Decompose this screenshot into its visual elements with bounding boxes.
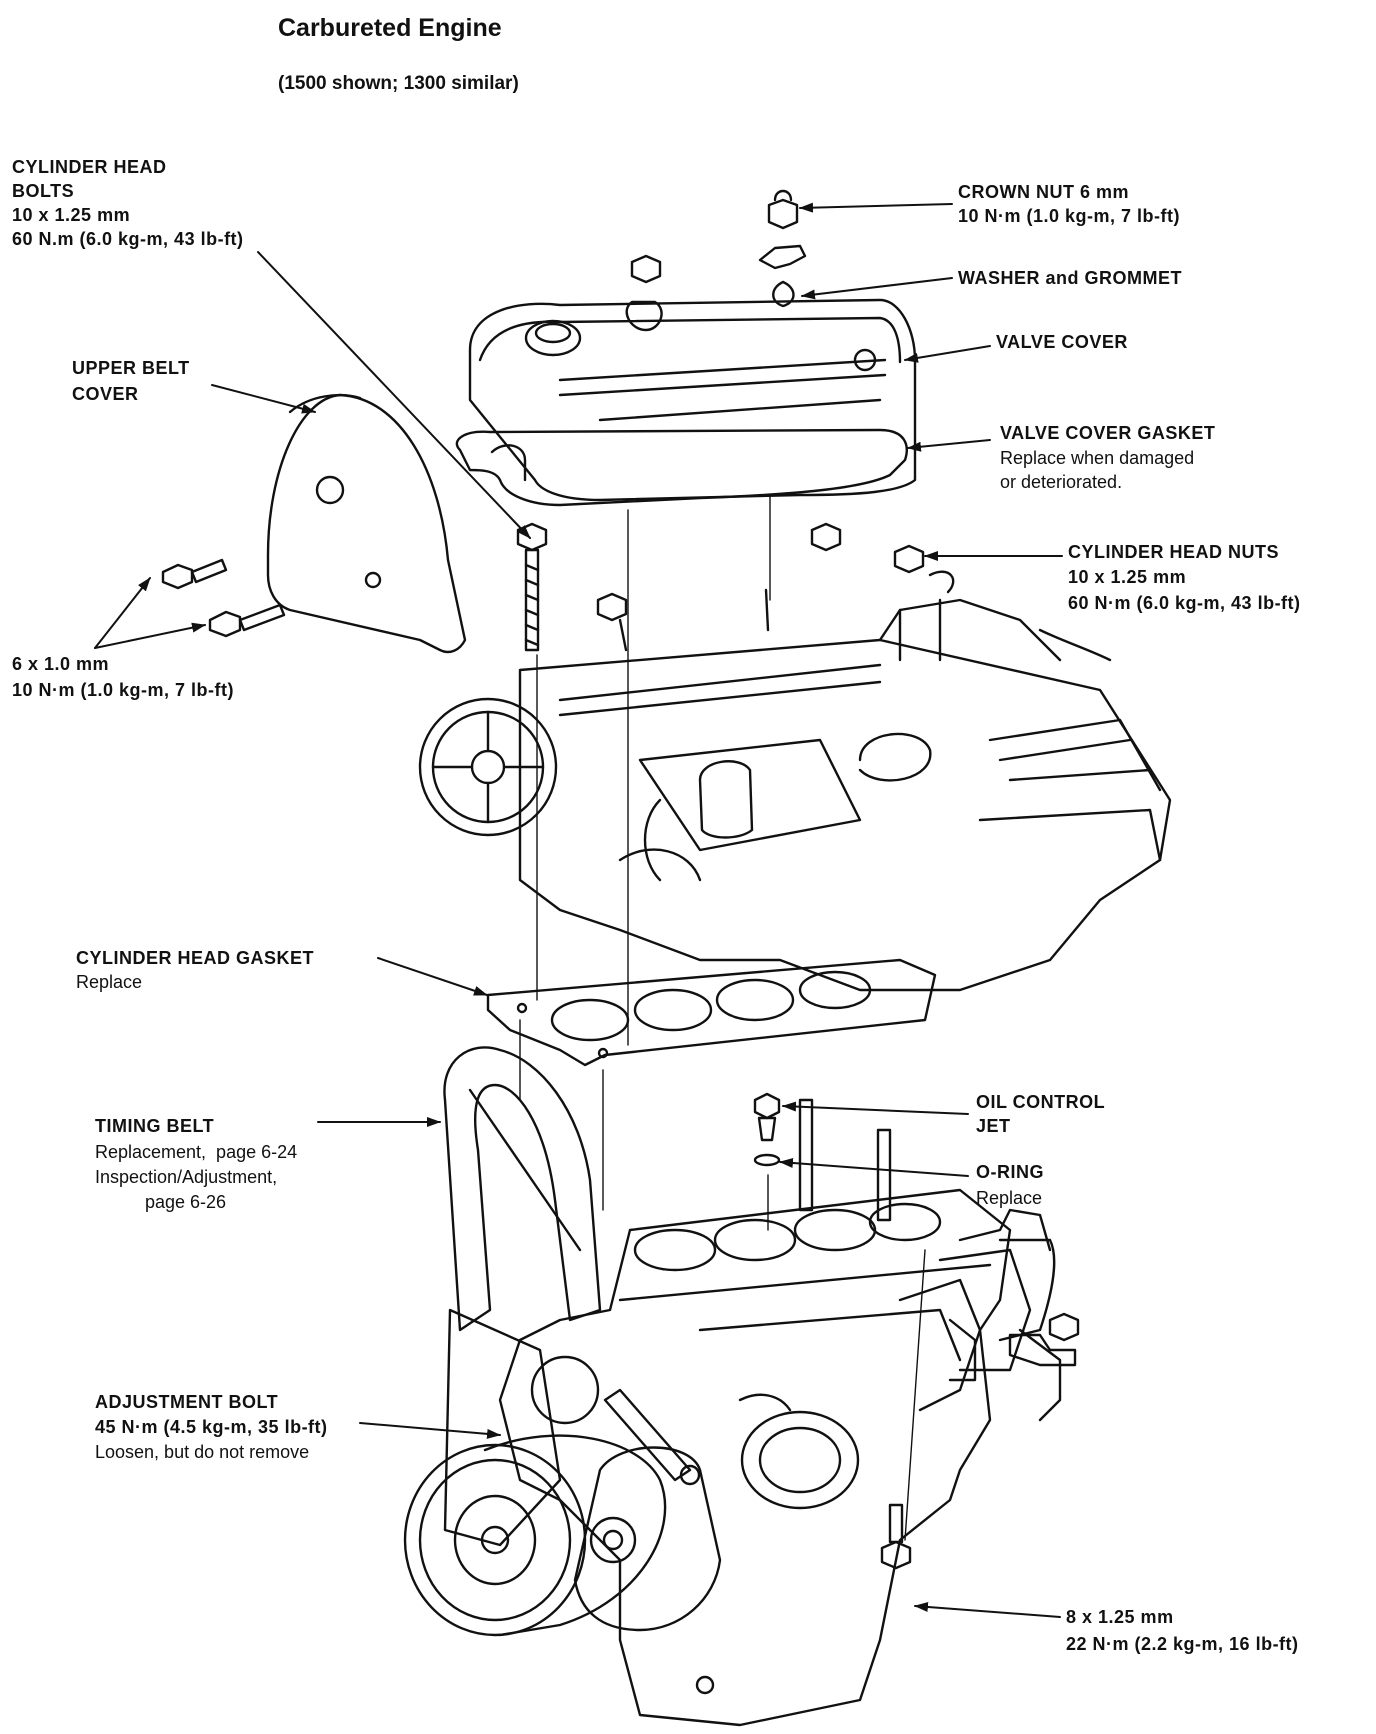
diagram-subtitle: (1500 shown; 1300 similar) (278, 73, 519, 94)
cylinder-head-illustration (518, 598, 1172, 992)
callout-name-line1: UPPER BELT (72, 358, 190, 378)
callout-line3: page 6-26 (145, 1192, 227, 1212)
callout-name-line1: CYLINDER HEAD (12, 157, 167, 177)
callout-washer-grommet: WASHER and GROMMET (958, 268, 1182, 288)
callout-torque: 10 N·m (1.0 kg-m, 7 lb-ft) (958, 206, 1181, 226)
callout-note: Replace (76, 972, 143, 992)
callout-name-line2: JET (976, 1116, 1011, 1136)
cylinder-head-bolt-illustration (516, 522, 548, 652)
alternator-illustration (573, 1388, 722, 1632)
crankshaft-pulley-illustration (403, 1434, 667, 1637)
crown-nut-illustration (625, 189, 807, 332)
engine-block-illustration (498, 1188, 1062, 1727)
callout-name: VALVE COVER GASKET (1000, 423, 1216, 443)
callout-torque: 60 N·m (6.0 kg-m, 43 lb-ft) (1068, 593, 1301, 613)
callout-size: 6 x 1.0 mm (12, 654, 110, 674)
cylinder-head-nuts-illustration (596, 522, 955, 652)
cylinder-head-gasket-illustration (486, 958, 937, 1067)
callout-note-line1: Replace when damaged (1000, 448, 1195, 468)
callout-note-line2: or deteriorated. (1000, 472, 1123, 492)
diagram-title: Carbureted Engine (278, 14, 502, 42)
callout-line1: Replacement, page 6-24 (95, 1142, 298, 1162)
callout-name: CROWN NUT 6 mm (958, 182, 1130, 202)
valve-cover-gasket-illustration (455, 428, 908, 507)
callout-torque: 22 N·m (2.2 kg-m, 16 lb-ft) (1066, 1634, 1299, 1654)
callout-name-line2: COVER (72, 384, 139, 404)
callout-size: 8 x 1.25 mm (1066, 1607, 1174, 1627)
callout-name: ADJUSTMENT BOLT (95, 1392, 279, 1412)
callout-name: TIMING BELT (95, 1116, 215, 1136)
callout-name: O-RING (976, 1162, 1044, 1182)
callout-note: Replace (976, 1188, 1043, 1208)
valve-cover-illustration (468, 298, 917, 502)
camshaft-sprocket-illustration (418, 697, 558, 837)
callout-name: CYLINDER HEAD NUTS (1068, 542, 1280, 562)
callout-name-line1: OIL CONTROL (976, 1092, 1106, 1112)
timing-belt-illustration (443, 1046, 602, 1547)
callout-name: CYLINDER HEAD GASKET (76, 948, 315, 968)
callout-torque: 45 N·m (4.5 kg-m, 35 lb-ft) (95, 1417, 328, 1437)
bracket-bolt-illustration (880, 1312, 1080, 1570)
oil-control-jet-illustration (753, 1092, 892, 1222)
upper-belt-cover-illustration (266, 393, 467, 654)
callout-torque: 10 N·m (1.0 kg-m, 7 lb-ft) (12, 680, 235, 700)
callout-line2: Inspection/Adjustment, (95, 1167, 278, 1187)
callout-size: 10 x 1.25 mm (1068, 567, 1187, 587)
belt-cover-bolts-illustration (161, 558, 286, 638)
callout-torque: 60 N.m (6.0 kg-m, 43 lb-ft) (12, 229, 244, 249)
callout-name-line2: BOLTS (12, 181, 75, 201)
callout-valve-cover: VALVE COVER (996, 332, 1128, 352)
callout-size: 10 x 1.25 mm (12, 205, 131, 225)
callout-note: Loosen, but do not remove (95, 1442, 310, 1462)
